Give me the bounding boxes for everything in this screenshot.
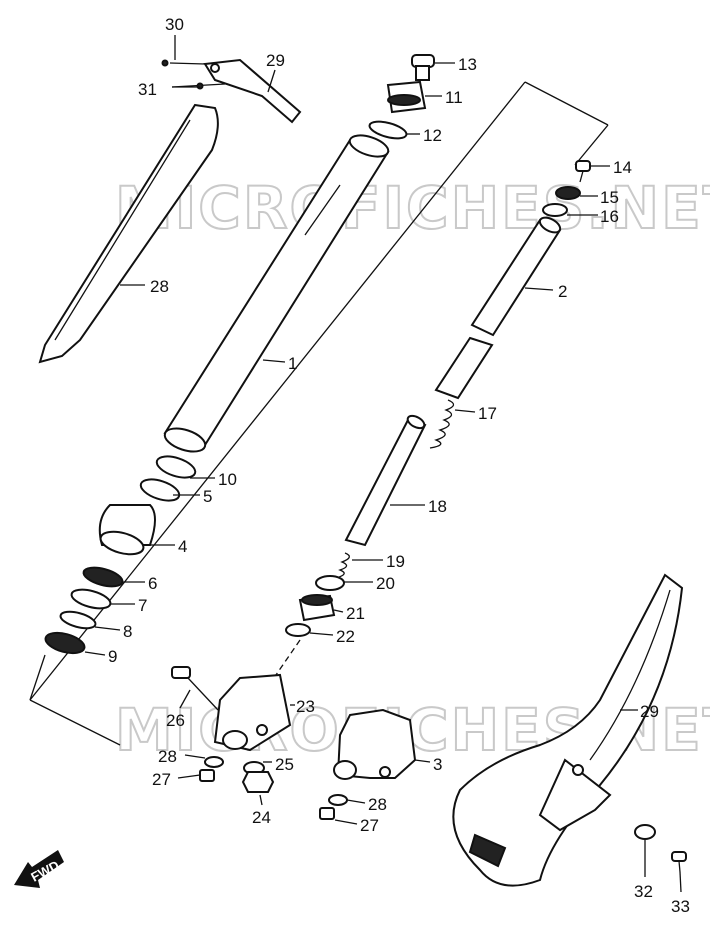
- callout-16: 16: [600, 207, 619, 226]
- callout-3: 3: [433, 755, 442, 774]
- callout-18: 18: [428, 497, 447, 516]
- part-18-damper-rod: [344, 414, 427, 547]
- callout-32: 30: [165, 15, 184, 34]
- callout-25: 25: [275, 755, 294, 774]
- part-11-cap: [386, 80, 427, 114]
- callout-31: 29: [266, 51, 285, 70]
- callout-28-left: 28: [158, 747, 177, 766]
- callout-22: 22: [336, 627, 355, 646]
- part-9-dust-seal: [44, 631, 86, 655]
- callout-14: 14: [613, 158, 632, 177]
- callout-34: 32: [634, 882, 653, 901]
- callout-10: 10: [218, 470, 237, 489]
- callout-1: 1: [288, 354, 297, 373]
- part-6-seal: [82, 566, 124, 588]
- part-22-o-ring: [285, 623, 311, 637]
- callout-27-right: 27: [360, 816, 379, 835]
- part-13-bolt: [411, 54, 435, 81]
- part-15-washer: [555, 186, 581, 200]
- part-30-fork-cover: [38, 103, 219, 364]
- part-17-spring: [429, 336, 494, 449]
- part-26-bolt: [171, 666, 219, 711]
- part-16-o-ring: [542, 203, 568, 217]
- part-34-washer: [634, 824, 656, 840]
- callout-26: 26: [166, 711, 185, 730]
- part-20-piston: [315, 575, 345, 591]
- callout-17: 17: [478, 404, 497, 423]
- leader-lines: [84, 35, 682, 893]
- part-23-axle-holder: [213, 673, 292, 752]
- callout-4: 4: [178, 537, 187, 556]
- part-2-inner-tube: [470, 216, 562, 337]
- callout-20: 20: [376, 574, 395, 593]
- part-27-bolt-a: [199, 769, 215, 782]
- part-21-cylinder-base: [298, 594, 336, 622]
- part-10-ring: [155, 455, 197, 479]
- part-19-spring: [335, 552, 350, 579]
- part-28-washer-b: [328, 794, 348, 806]
- fwd-label: FWD: [28, 857, 61, 884]
- callout-35: 33: [671, 897, 690, 916]
- callout-19: 19: [386, 552, 405, 571]
- callout-2: 2: [558, 282, 567, 301]
- callout-labels: 30 31 29 13 11 12 14 15 16 2 28 1 17 10 …: [108, 15, 690, 916]
- part-12-o-ring: [368, 120, 408, 140]
- callout-27-left: 27: [152, 770, 171, 789]
- part-1-outer-tube: [163, 134, 390, 453]
- callout-21: 21: [346, 604, 365, 623]
- part-3-axle-holder: [333, 708, 417, 780]
- part-4-bushing: [98, 504, 156, 556]
- callout-33: 31: [138, 80, 157, 99]
- part-5-ring: [139, 478, 181, 502]
- watermark-top: MICROFICHES.NET: [115, 174, 710, 242]
- part-28-washer-a: [204, 756, 224, 768]
- part-35-screw: [671, 851, 687, 873]
- callout-29: 29: [640, 702, 659, 721]
- callout-9: 9: [108, 647, 117, 666]
- callout-13: 13: [458, 55, 477, 74]
- callout-23: 23: [296, 697, 315, 716]
- part-29-front-fender: [452, 573, 684, 887]
- callout-11: 11: [445, 88, 463, 107]
- part-7-washer: [70, 588, 112, 610]
- callout-8: 8: [123, 622, 132, 641]
- callout-5: 5: [203, 487, 212, 506]
- part-14-screw: [575, 160, 591, 183]
- callout-7: 7: [138, 596, 147, 615]
- part-24-nut: [241, 771, 275, 793]
- part-31-clip-bracket: [161, 58, 302, 124]
- callout-6: 6: [148, 574, 157, 593]
- callout-15: 15: [600, 188, 619, 207]
- callout-30: 28: [150, 277, 169, 296]
- part-27-bolt-b: [319, 807, 335, 820]
- fwd-direction-arrow: FWD: [14, 850, 64, 888]
- part-8-ring: [59, 610, 97, 630]
- callout-24: 24: [252, 808, 271, 827]
- callout-28-right: 28: [368, 795, 387, 814]
- callout-12: 12: [423, 126, 442, 145]
